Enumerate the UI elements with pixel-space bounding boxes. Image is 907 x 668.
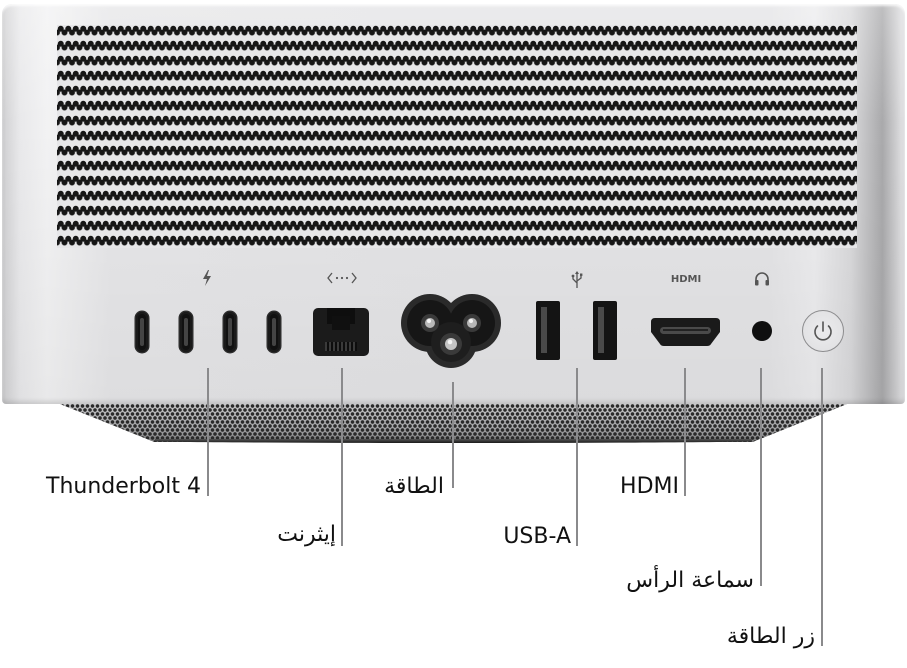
- headphone-icon: [753, 272, 771, 289]
- headphone-label: سماعة الرأس: [626, 568, 754, 593]
- thunderbolt-port-3[interactable]: [224, 312, 236, 352]
- ethernet-label: إيثرنت: [277, 522, 336, 547]
- power-label: الطاقة: [384, 474, 444, 499]
- ethernet-pins: [325, 342, 357, 351]
- power-button-label: زر الطاقة: [726, 624, 815, 649]
- ethernet-icon: [327, 272, 357, 287]
- thunderbolt-label: Thunderbolt 4: [46, 474, 201, 499]
- thunderbolt-port-2[interactable]: [180, 312, 192, 352]
- usb-a-leader-line: [576, 368, 578, 546]
- ethernet-port[interactable]: [313, 308, 369, 356]
- hdmi-port[interactable]: [651, 318, 720, 346]
- power-button[interactable]: [802, 310, 844, 352]
- headphone-jack[interactable]: [752, 321, 772, 341]
- usb-a-port-1[interactable]: [536, 301, 560, 360]
- usb-a-port-2[interactable]: [593, 301, 617, 360]
- thunderbolt-icon: [199, 270, 215, 289]
- ethernet-latch-inner: [332, 316, 350, 330]
- power-button-leader-line: [821, 368, 823, 646]
- hdmi-label: HDMI: [620, 474, 679, 499]
- power-inlet[interactable]: [400, 290, 502, 370]
- ethernet-leader-line: [341, 368, 343, 546]
- usb-icon: [569, 271, 585, 292]
- headphone-leader-line: [760, 368, 762, 586]
- hdmi-icon: HDMI: [670, 274, 702, 285]
- thunderbolt-port-4[interactable]: [268, 312, 280, 352]
- power-icon: [814, 321, 832, 341]
- power-leader-line: [452, 382, 454, 488]
- thunderbolt-leader-line: [207, 368, 209, 496]
- hdmi-leader-line: [684, 368, 686, 496]
- thunderbolt-port-1[interactable]: [136, 312, 148, 352]
- ventilation-grille: [57, 25, 857, 248]
- usb-a-label: USB-A: [503, 524, 571, 549]
